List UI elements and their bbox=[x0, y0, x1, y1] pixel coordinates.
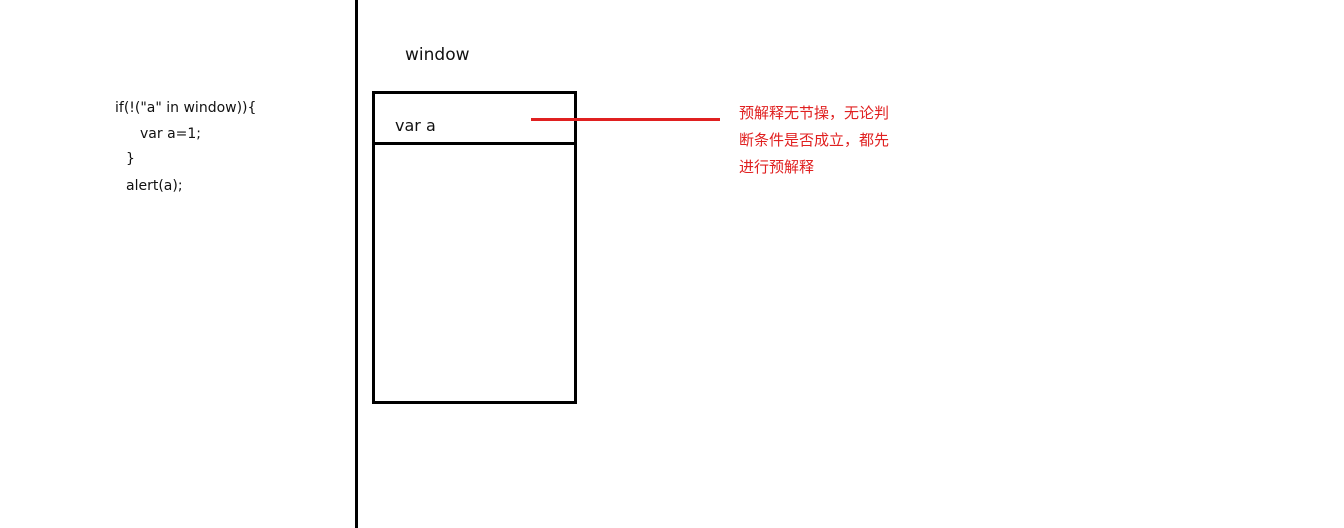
code-line-alert: alert(a); bbox=[126, 178, 183, 194]
window-scope-box: var a bbox=[372, 91, 577, 404]
annotation-line-1: 预解释无节操，无论判 bbox=[739, 104, 890, 122]
scope-variable-row: var a bbox=[375, 94, 574, 145]
scope-title: window bbox=[405, 45, 470, 65]
code-line-close-brace: } bbox=[126, 151, 135, 167]
scope-variable-label: var a bbox=[395, 116, 436, 135]
vertical-divider bbox=[355, 0, 358, 528]
annotation-note: 预解释无节操，无论判 断条件是否成立，都先 进行预解释 bbox=[739, 100, 919, 181]
annotation-connector-line bbox=[531, 118, 720, 121]
code-line-if: if(!("a" in window)){ bbox=[115, 100, 257, 116]
code-line-var: var a=1; bbox=[140, 126, 202, 142]
annotation-line-3: 进行预解释 bbox=[739, 158, 815, 176]
annotation-line-2: 断条件是否成立，都先 bbox=[739, 131, 890, 149]
